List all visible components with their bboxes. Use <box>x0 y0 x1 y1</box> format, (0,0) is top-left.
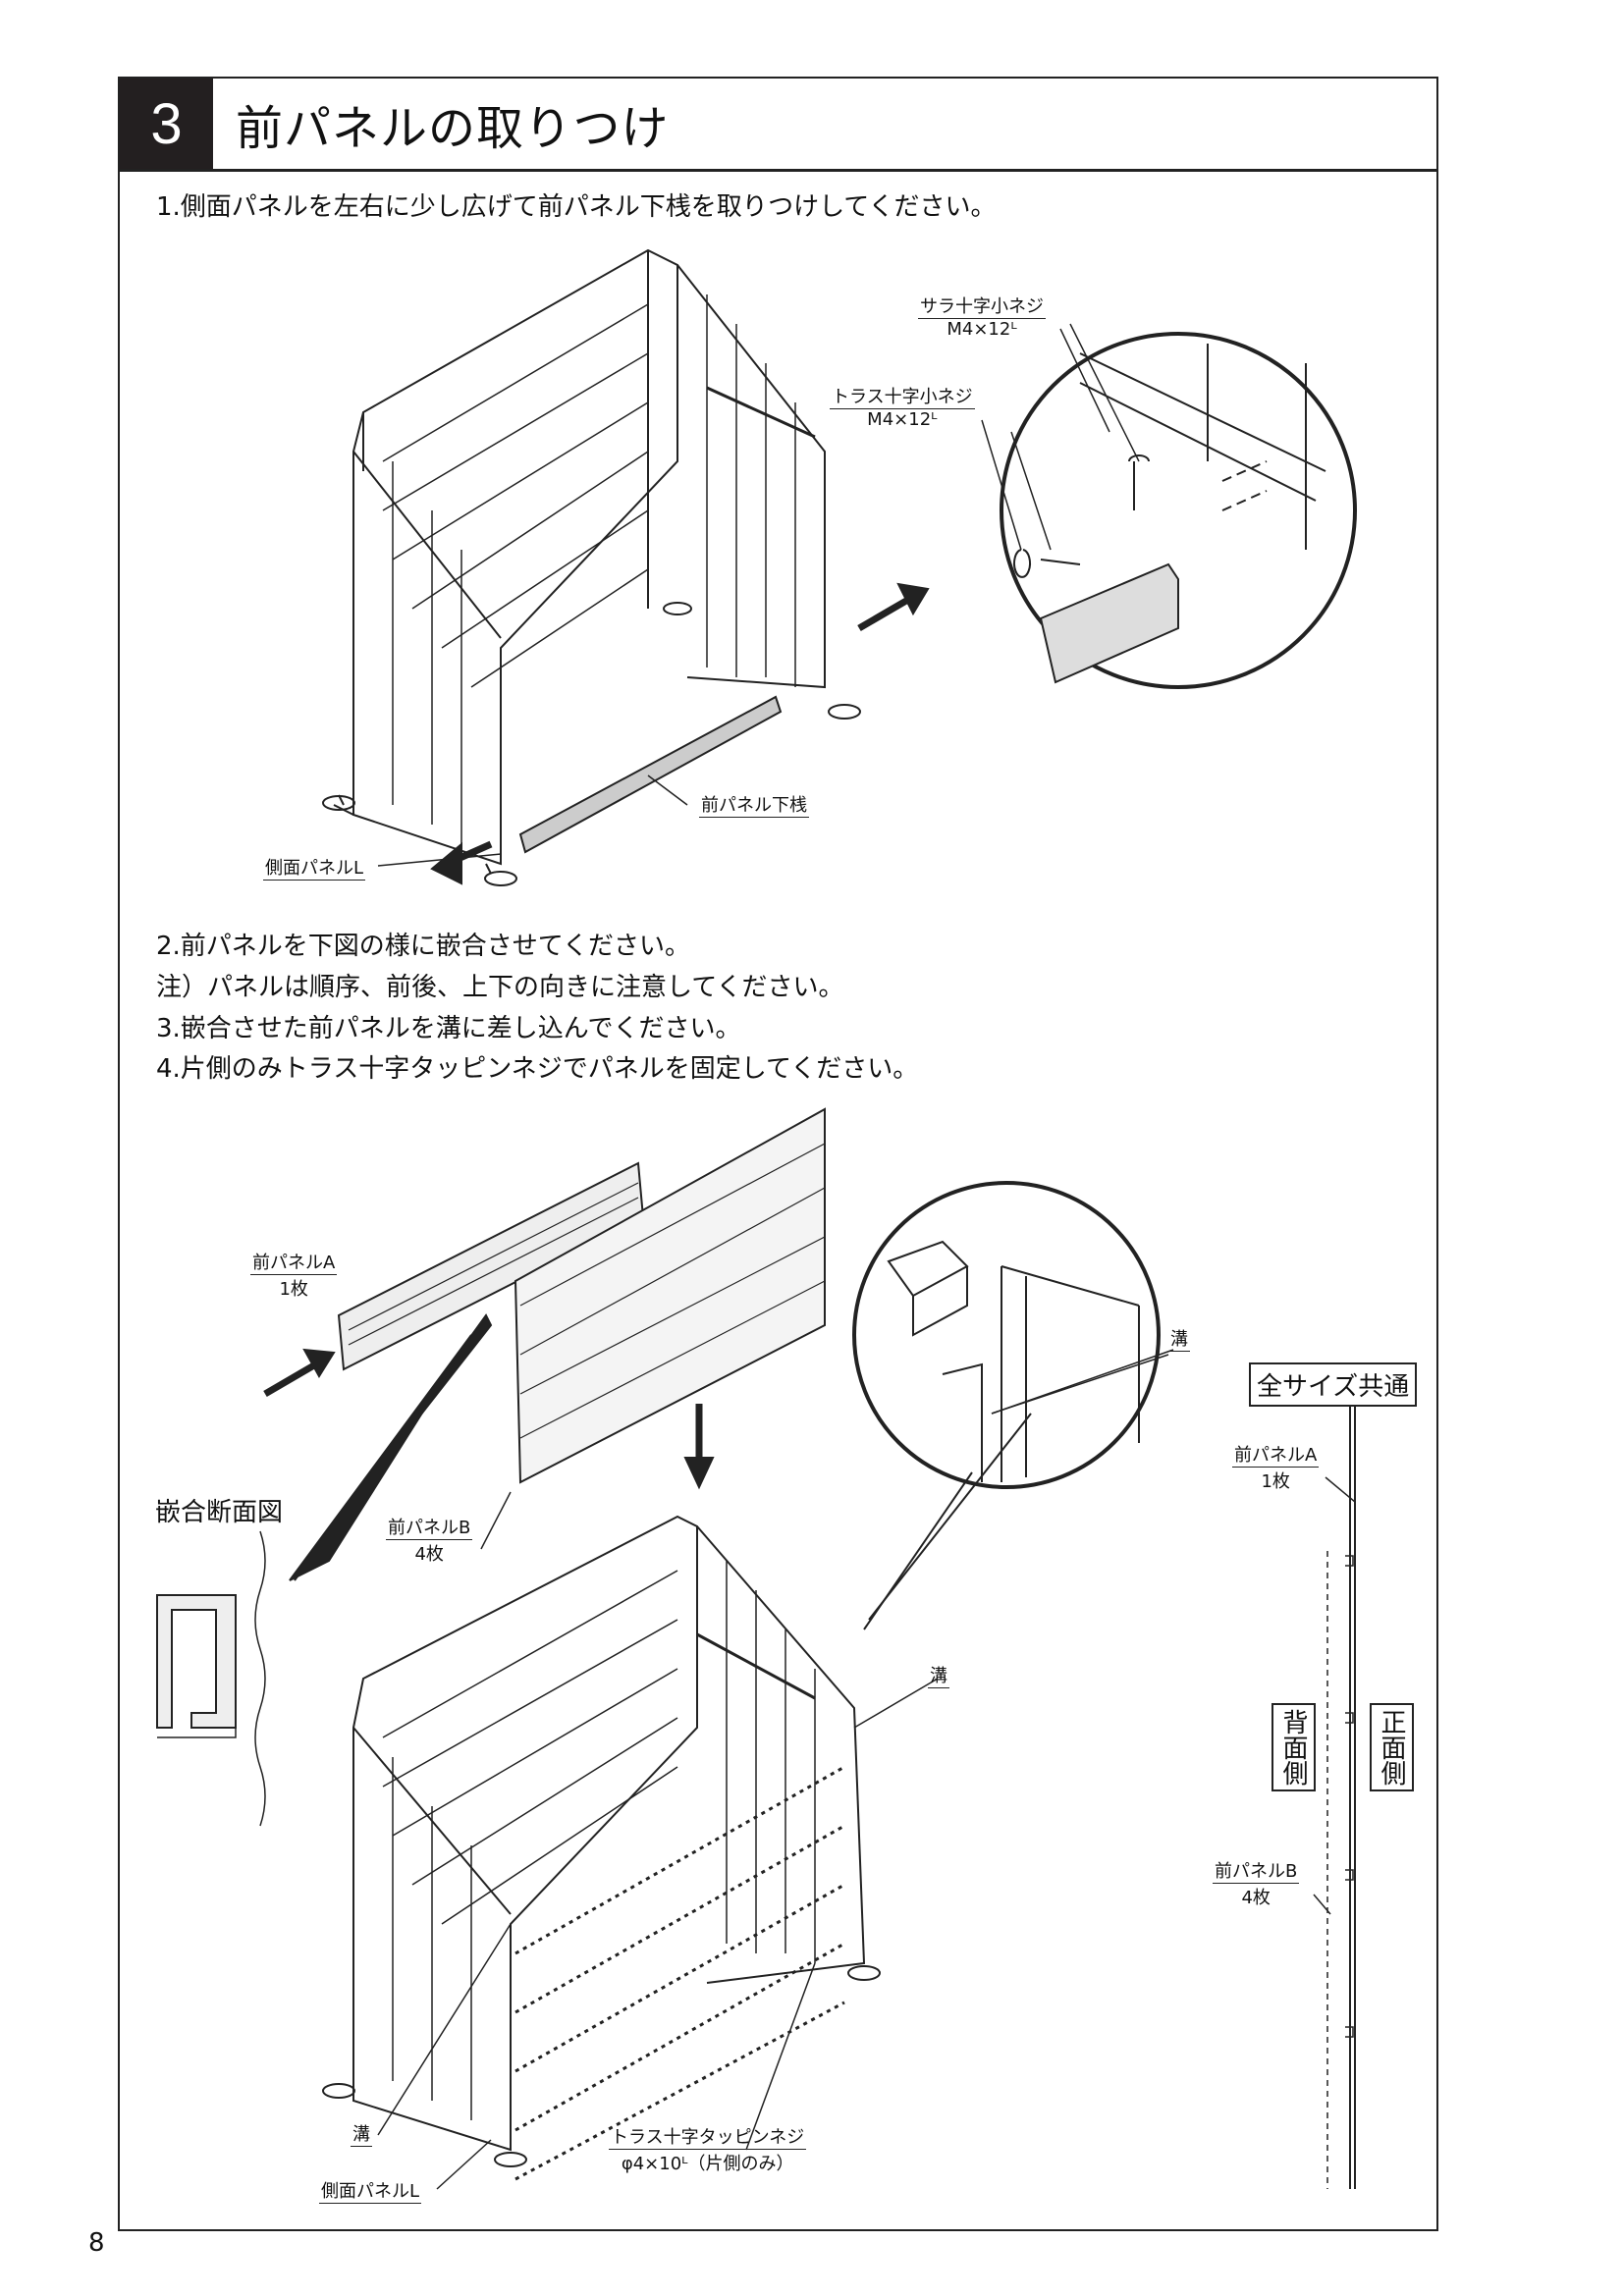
panel-a-qty: 1枚 <box>279 1279 308 1300</box>
tapping-screw-label: トラス十字タッピンネジ φ4×10ᴸ（片側のみ） <box>609 2123 807 2175</box>
leader-lines <box>377 328 1356 2190</box>
groove-label-2: 溝 <box>928 1662 949 1688</box>
tapping-screw-spec: φ4×10ᴸ（片側のみ） <box>621 2154 794 2174</box>
section-view <box>156 1530 266 1827</box>
page-number: 8 <box>88 2228 105 2258</box>
truss-screw-spec: M4×12ᴸ <box>867 409 938 430</box>
side-panel-b-name: 前パネルB <box>1213 1857 1300 1884</box>
section-title: 前パネルの取りつけ <box>236 101 670 156</box>
groove-label-3: 溝 <box>351 2120 372 2147</box>
side-panel-label-1: 側面パネルL <box>263 854 366 881</box>
side-panel-a-label: 前パネルA 1枚 <box>1232 1441 1320 1493</box>
panel-b-qty: 4枚 <box>414 1544 444 1565</box>
panel-b-label: 前パネルB 4枚 <box>386 1514 473 1566</box>
step-note: 注）パネルは順序、前後、上下の向きに注意してください。 <box>156 973 844 1002</box>
detail-circle-groove <box>852 1181 1169 1630</box>
panel-b-name: 前パネルB <box>386 1514 473 1540</box>
front-panels <box>263 1107 826 1581</box>
side-panel-b-label: 前パネルB 4枚 <box>1213 1857 1300 1909</box>
step-4: 4.片側のみトラス十字タッピンネジでパネルを固定してください。 <box>156 1054 919 1084</box>
storage-frame-figure1 <box>322 248 930 886</box>
groove-label-1: 溝 <box>1168 1325 1190 1352</box>
section-header: 3 前パネルの取りつけ <box>118 77 1438 172</box>
section-number: 3 <box>120 79 213 169</box>
bottom-rail-label: 前パネル下桟 <box>699 791 809 818</box>
side-panel-a-qty: 1枚 <box>1261 1471 1290 1492</box>
side-panel-label-2: 側面パネルL <box>319 2177 422 2204</box>
common-all-sizes-label: 全サイズ共通 <box>1249 1362 1418 1407</box>
back-side-label: 背面側 <box>1271 1703 1316 1791</box>
panel-a-name: 前パネルA <box>250 1249 338 1275</box>
detail-circle-screws <box>1000 323 1357 689</box>
step-3: 3.嵌合させた前パネルを溝に差し込んでください。 <box>156 1014 741 1043</box>
step-1: 1.側面パネルを左右に少し広げて前パネル下桟を取りつけしてください。 <box>156 192 997 222</box>
flat-screw-spec: M4×12ᴸ <box>947 319 1017 340</box>
side-panel-a-name: 前パネルA <box>1232 1441 1320 1468</box>
tapping-screw-name: トラス十字タッピンネジ <box>609 2123 807 2150</box>
front-side-label: 正面側 <box>1370 1703 1414 1791</box>
truss-screw-name: トラス十字小ネジ <box>830 383 975 409</box>
section-view-label: 嵌合断面図 <box>155 1498 284 1527</box>
side-section-diagram <box>1326 1406 1356 2189</box>
step-2: 2.前パネルを下図の様に嵌合させてください。 <box>156 932 691 961</box>
side-panel-b-qty: 4枚 <box>1241 1888 1271 1908</box>
storage-frame-figure2 <box>322 1515 881 2181</box>
flat-screw-name: サラ十字小ネジ <box>918 293 1046 319</box>
panel-a-label: 前パネルA 1枚 <box>250 1249 338 1301</box>
